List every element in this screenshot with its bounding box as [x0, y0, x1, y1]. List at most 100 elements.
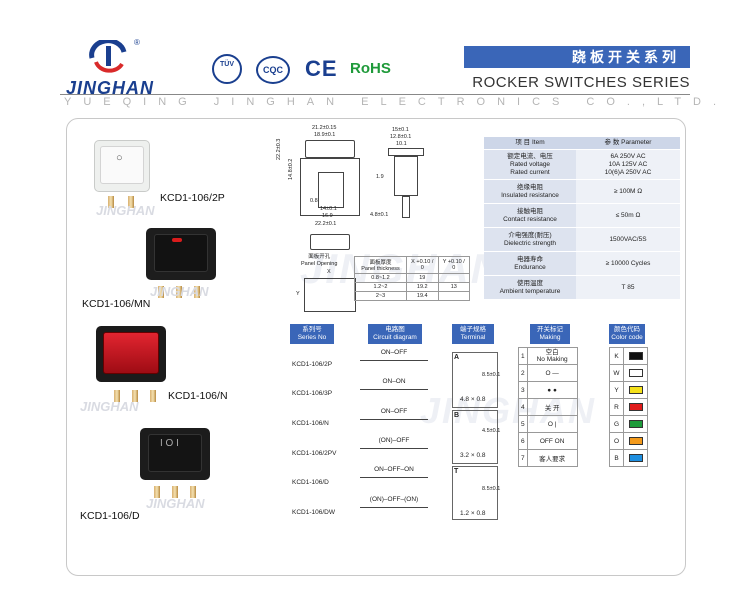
- color-code: G: [609, 415, 624, 433]
- product-watermark: JINGHAN: [146, 496, 205, 511]
- color-swatch-red: [628, 403, 643, 411]
- panel-opening-outline: [310, 234, 350, 250]
- ce-cert-icon: CE: [305, 56, 338, 81]
- panel-opening-rect: [304, 278, 356, 312]
- product-photo-d: I O I: [134, 424, 224, 508]
- circuit-line: [360, 419, 428, 420]
- switch-rocker: [148, 434, 202, 472]
- param-key: 额定电流、电压 Rated voltage Rated current: [484, 149, 576, 180]
- color-column-head: 颜色代码 Color code: [609, 324, 645, 344]
- dim-side-core: 10.1: [396, 141, 407, 147]
- param-value: T 85: [576, 275, 680, 300]
- marking-number: 2: [518, 364, 528, 382]
- table-cell: 13: [437, 282, 471, 292]
- param-key: 介电强度(耐压) Dielectric strength: [484, 227, 576, 252]
- table-cell: 0.8~1.2: [354, 273, 407, 283]
- circuit-label: ON–OFF–ON: [374, 466, 414, 473]
- drawing-side-body: [394, 156, 418, 196]
- table-cell: 19.4: [406, 291, 439, 301]
- dim-side-width: 15±0.1: [392, 127, 409, 133]
- on-off-symbol-icon: I O I: [160, 438, 179, 449]
- x-label: X: [327, 269, 331, 275]
- panel-opening-label: 面板开孔 Panel Opening: [301, 254, 338, 267]
- series-item: KCD1-106/DW: [292, 509, 335, 516]
- circuit-diagram: ON–ON: [360, 378, 428, 390]
- terminal-pin: [108, 196, 114, 208]
- dim-side-flange: 1.9: [376, 174, 384, 180]
- series-item: KCD1-106/N: [292, 420, 329, 427]
- terminal-dim: 8.5±0.1: [482, 486, 501, 492]
- param-head-item: 项 目 Item: [484, 137, 576, 150]
- dim-side-pin: 4.8±0.1: [370, 212, 389, 218]
- terminal-pin: [128, 196, 134, 208]
- terminal-pin: [190, 486, 196, 498]
- terminal-size: 1.2 × 0.8: [460, 510, 486, 517]
- terminal-dim: 4.5±0.1: [482, 428, 501, 434]
- terminal-pin: [114, 390, 120, 402]
- drawing-side-pin: [402, 196, 410, 218]
- color-code: B: [609, 449, 624, 467]
- parameter-table: 项 目 Item 参 数 Parameter 额定电流、电压 Rated vol…: [484, 137, 680, 300]
- series-item: KCD1-106/2PV: [292, 450, 337, 457]
- switch-rocker: [103, 332, 159, 374]
- marking-number: 3: [518, 381, 528, 399]
- panel-thickness-table: 面板厚度 Panel thickness X +0.10 / 0 Y +0.10…: [354, 256, 471, 301]
- marking-symbol: 客人要求: [526, 449, 578, 467]
- circuit-label: ON–ON: [382, 378, 406, 385]
- series-item: KCD1-106/2P: [292, 361, 333, 368]
- marking-symbol: 空白 No Making: [526, 347, 578, 365]
- drawing-rocker-top: [305, 140, 355, 158]
- color-code: O: [609, 432, 624, 450]
- chinese-title: 跷板开关系列: [572, 49, 680, 65]
- marking-symbol: OFF ON: [526, 432, 578, 450]
- param-value: 1500VAC/5S: [576, 227, 680, 252]
- product-photo-mn: [140, 224, 230, 304]
- color-code-table: K W Y R G O B: [609, 347, 648, 467]
- marking-number: 4: [518, 398, 528, 416]
- x-tolerance-head: X +0.10 / 0: [406, 256, 439, 274]
- color-swatch-green: [628, 420, 643, 428]
- off-symbol-icon: ○: [116, 152, 123, 164]
- english-title: ROCKER SWITCHES SERIES: [472, 74, 690, 91]
- color-code: R: [609, 398, 624, 416]
- param-key: 绝缘电阻 Insulated resistance: [484, 179, 576, 204]
- terminal-t-box: [452, 466, 498, 520]
- dim-width-inner: 18.9±0.1: [314, 132, 336, 138]
- table-cell: 19.2: [406, 282, 439, 292]
- circuit-line: [360, 448, 428, 449]
- dim-pin-spacing: 14±0.1: [320, 206, 337, 212]
- drawing-body: [300, 158, 360, 216]
- terminal-letter: T: [454, 468, 459, 475]
- drawing-pin-block: [318, 172, 344, 208]
- dim-height-inner: 14.8±0.2: [288, 158, 294, 180]
- marking-symbol: 关 开: [526, 398, 578, 416]
- circuit-column-head: 电路图 Circuit diagram: [368, 324, 422, 344]
- indicator-dot-icon: [172, 238, 182, 242]
- param-value: 6A 250V AC 10A 125V AC 10(6)A 250V AC: [576, 149, 680, 180]
- circuit-line: [360, 477, 428, 478]
- terminal-b-box: [452, 410, 498, 464]
- circuit-label: (ON)–OFF: [378, 437, 410, 444]
- jinghan-logo-icon: [89, 40, 127, 73]
- marking-number: 5: [518, 415, 528, 433]
- dim-side-inner: 12.8±0.1: [390, 134, 412, 140]
- title-band: [464, 46, 690, 68]
- circuit-label: ON–OFF: [380, 408, 408, 415]
- terminal-pin: [172, 486, 178, 498]
- series-item: KCD1-106/3P: [292, 390, 333, 397]
- series-item: KCD1-106/D: [292, 479, 329, 486]
- terminal-pin: [158, 286, 164, 298]
- product-watermark: JINGHAN: [150, 284, 209, 299]
- terminal-size: 4.8 × 0.8: [460, 396, 486, 403]
- marking-symbol: O —: [526, 364, 578, 382]
- model-label-n: KCD1-106/N: [168, 390, 228, 402]
- circuit-diagram: ON–OFF–ON: [360, 466, 428, 478]
- terminal-dim: 8.5±0.1: [482, 372, 501, 378]
- dim-pin-thickness: 0.8: [310, 198, 318, 204]
- terminal-size: 3.2 × 0.8: [460, 452, 486, 459]
- table-cell: 19: [406, 273, 439, 283]
- color-swatch-orange: [628, 437, 643, 445]
- param-value: ≥ 100M Ω: [576, 179, 680, 204]
- color-code: Y: [609, 381, 624, 399]
